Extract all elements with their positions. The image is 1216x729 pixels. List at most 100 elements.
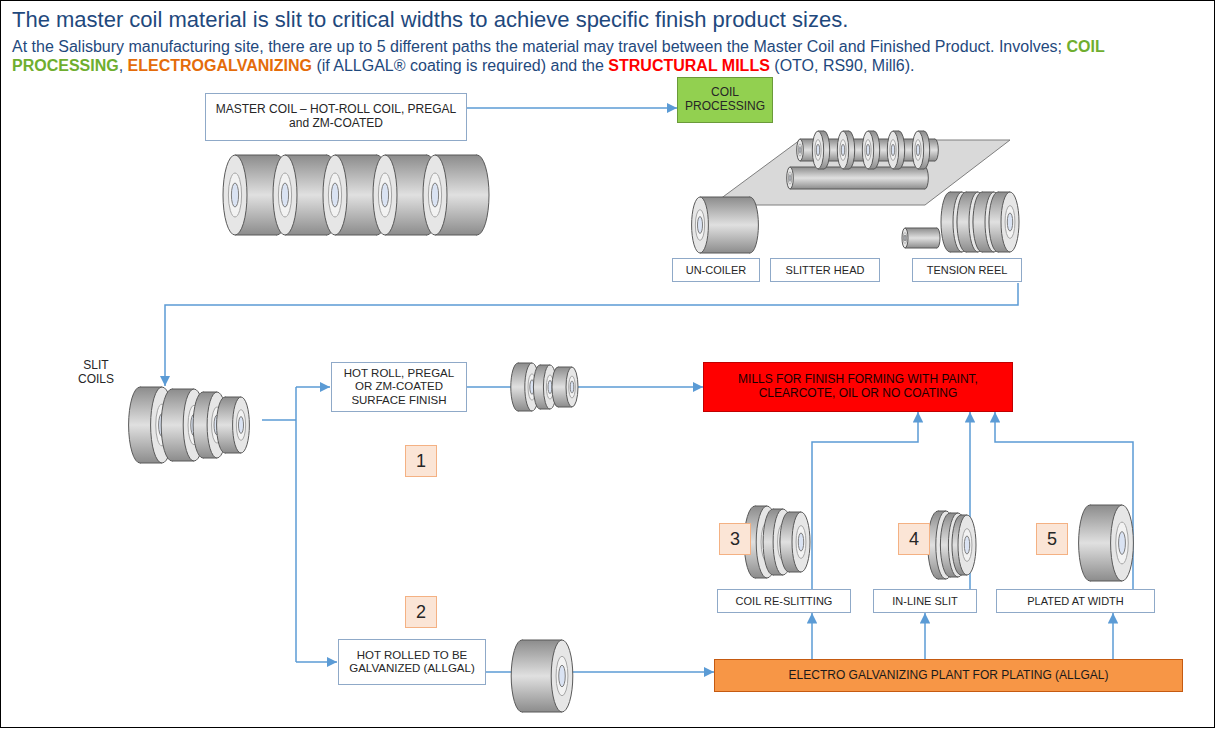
node-text: SLITTER HEAD bbox=[786, 264, 865, 277]
coil-ring bbox=[798, 144, 802, 156]
coil-face bbox=[837, 131, 848, 169]
coil bbox=[511, 640, 573, 712]
flow-arrow bbox=[924, 613, 926, 659]
coil-hole bbox=[1119, 532, 1126, 555]
coil bbox=[552, 367, 578, 407]
coil-hole bbox=[431, 183, 438, 207]
part-label-box: UN-COILER bbox=[672, 258, 760, 282]
subtitle-text: At the Salisbury manufacturing site, the… bbox=[12, 38, 1062, 55]
coil-body bbox=[905, 228, 937, 248]
coil-face bbox=[887, 131, 898, 169]
coil-face bbox=[797, 139, 804, 161]
coil-hole bbox=[548, 380, 552, 393]
source-box: MASTER COIL – HOT-ROLL COIL, PREGAL and … bbox=[205, 93, 467, 141]
coil-ring bbox=[695, 210, 704, 241]
coil-edge bbox=[905, 228, 937, 248]
coil-hole bbox=[904, 235, 906, 241]
coil bbox=[887, 131, 904, 169]
coil-face bbox=[373, 155, 397, 235]
coil bbox=[912, 131, 929, 169]
coil-face bbox=[812, 131, 823, 169]
coil-face bbox=[792, 512, 810, 572]
coil-face bbox=[912, 131, 923, 169]
callout-number: 2 bbox=[405, 596, 437, 628]
flow-arrow bbox=[812, 412, 918, 589]
coil-edge bbox=[790, 167, 925, 189]
flow-arrow bbox=[467, 107, 677, 109]
coil-face bbox=[862, 131, 873, 169]
node-text: 5 bbox=[1047, 529, 1057, 550]
node-text: 1 bbox=[416, 451, 426, 472]
process-box: IN-LINE SLIT bbox=[873, 589, 977, 613]
material-box: HOT ROLLED TO BE GALVANIZED (ALLGAL) bbox=[338, 639, 486, 685]
coil bbox=[1079, 505, 1134, 581]
coil bbox=[692, 197, 759, 253]
coil-face bbox=[787, 167, 794, 189]
flow-arrow bbox=[467, 386, 703, 388]
coil-ring bbox=[428, 173, 441, 217]
node-text: ELECTRO GALVANIZING PLANT FOR PLATING (A… bbox=[789, 669, 1109, 683]
coil bbox=[797, 139, 939, 161]
subtitle-text: (OTO, RS90, Mill6). bbox=[774, 57, 914, 74]
coil-hole bbox=[799, 147, 801, 154]
coil-hole bbox=[1007, 213, 1012, 231]
coil-hole bbox=[570, 381, 574, 393]
flow-line bbox=[262, 419, 296, 421]
coil-ring bbox=[328, 173, 341, 217]
node-text: 3 bbox=[730, 529, 740, 550]
callout-number: 4 bbox=[898, 523, 930, 555]
coil-ring bbox=[890, 140, 896, 161]
coil-face bbox=[1001, 192, 1019, 252]
node-text: PLATED AT WIDTH bbox=[1027, 595, 1124, 608]
illustration-label: SLIT COILS bbox=[68, 358, 124, 387]
part-label-box: SLITTER HEAD bbox=[770, 258, 880, 282]
coil-face bbox=[902, 228, 908, 248]
subtitle-paragraph: At the Salisbury manufacturing site, the… bbox=[12, 37, 1202, 75]
material-box: HOT ROLL, PREGAL OR ZM-COATED SURFACE FI… bbox=[331, 362, 467, 412]
coil bbox=[837, 131, 854, 169]
plant-box: ELECTRO GALVANIZING PLANT FOR PLATING (A… bbox=[714, 659, 1183, 692]
coil-face bbox=[273, 155, 297, 235]
coil bbox=[989, 192, 1019, 252]
coil-face bbox=[692, 197, 709, 253]
coil bbox=[423, 155, 489, 235]
coil-face bbox=[1111, 505, 1134, 581]
flow-line bbox=[295, 387, 297, 662]
coil-face bbox=[423, 155, 447, 235]
node-text: IN-LINE SLIT bbox=[892, 595, 957, 608]
coil-hole bbox=[789, 175, 791, 182]
coil bbox=[952, 515, 976, 575]
coil-hole bbox=[381, 183, 388, 207]
coil-hole bbox=[331, 183, 338, 207]
coil-ring bbox=[796, 526, 806, 559]
flow-arrow bbox=[296, 661, 337, 663]
subtitle-text: (if ALLGAL® coating is required) and the bbox=[316, 57, 604, 74]
flow-arrow bbox=[1112, 613, 1114, 659]
coil-hole bbox=[798, 533, 803, 551]
slide-title: The master coil material is slit to crit… bbox=[12, 7, 848, 33]
coil bbox=[812, 131, 829, 169]
node-text: 2 bbox=[416, 602, 426, 623]
coil-illustrations bbox=[129, 131, 1134, 712]
coil-hole bbox=[841, 144, 844, 155]
coil-ring bbox=[278, 173, 291, 217]
coil-hole bbox=[238, 417, 243, 434]
process-box: PLATED AT WIDTH bbox=[996, 589, 1155, 613]
coil-ring bbox=[788, 172, 792, 184]
coil-ring bbox=[569, 376, 576, 398]
coil-hole bbox=[816, 144, 819, 155]
node-text: COIL PROCESSING bbox=[683, 86, 767, 114]
coil-hole bbox=[281, 183, 288, 207]
coil-hole bbox=[891, 144, 894, 155]
node-text: TENSION REEL bbox=[927, 264, 1008, 277]
subtitle-text: STRUCTURAL MILLS bbox=[608, 57, 769, 74]
node-text: HOT ROLLED TO BE GALVANIZED (ALLGAL) bbox=[344, 649, 480, 675]
process-box: COIL PROCESSING bbox=[677, 77, 773, 123]
subtitle-text: , bbox=[119, 57, 123, 74]
coil-ring bbox=[903, 233, 906, 244]
part-label-box: TENSION REEL bbox=[912, 258, 1022, 282]
flow-arrow bbox=[995, 412, 1133, 589]
